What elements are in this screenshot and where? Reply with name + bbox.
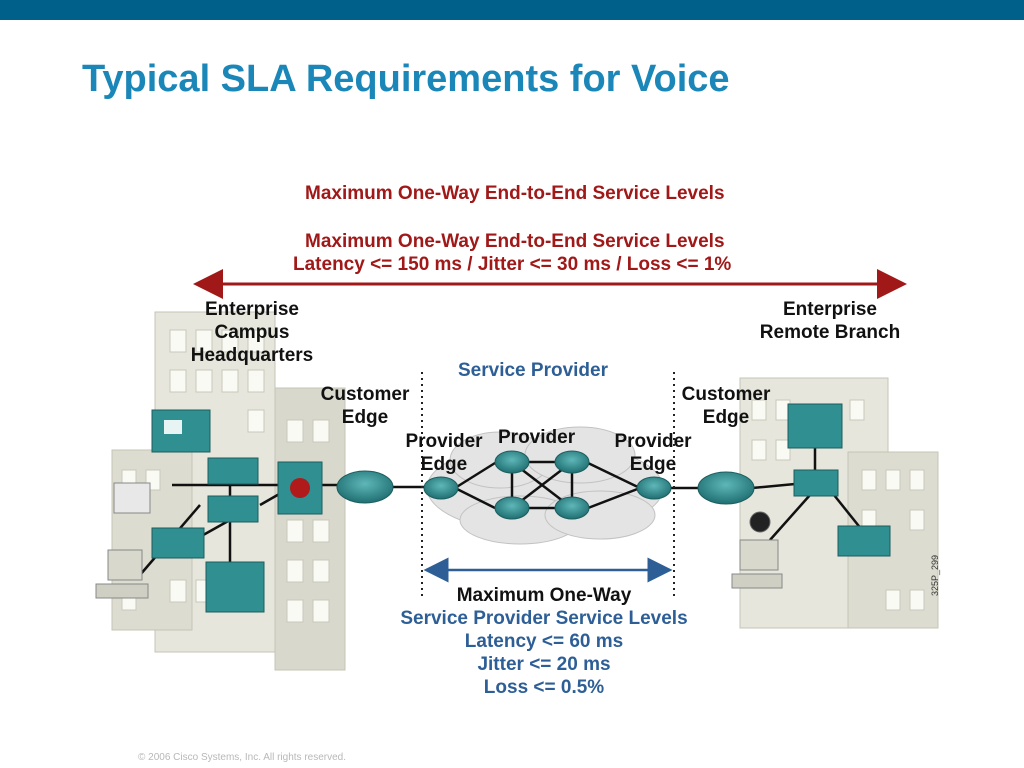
page-title: Typical SLA Requirements for Voice [82,58,730,100]
hq-label: Enterprise Campus Headquarters [184,298,320,367]
end-to-end-line2: Latency <= 150 ms / Jitter <= 30 ms / Lo… [293,254,732,275]
ce-left-line1: Customer [320,384,410,405]
hq-line1: Enterprise [205,299,299,320]
end-to-end-line1: Maximum One-Way End-to-End Service Level… [305,231,725,252]
hq-line3: Headquarters [190,345,314,366]
branch-line1: Enterprise [783,299,877,320]
ce-left-label: Customer Edge [314,383,416,429]
provider-label: Provider [498,427,576,448]
pe-left-label: Provider Edge [398,430,490,476]
sp-levels-line1: Maximum One-Way [456,585,632,606]
server-icon [151,409,211,453]
pc-icon [95,482,151,599]
pe-left-line2: Edge [420,454,468,475]
pe-right-line2: Edge [629,454,677,475]
switch-icon [207,457,259,523]
figure-code: 325P_299 [930,554,940,596]
pe-left-line1: Provider [405,431,483,452]
ce-left-line2: Edge [341,407,389,428]
copyright-footer: © 2006 Cisco Systems, Inc. All rights re… [138,752,347,763]
ip-phone-icon [151,525,891,559]
branch-label: Enterprise Remote Branch [750,298,910,344]
sp-levels-line4: Jitter <= 20 ms [477,654,611,675]
server-icon [205,403,843,613]
ce-right-line2: Edge [702,407,750,428]
header-bar [0,0,1024,20]
sp-levels-line3: Latency <= 60 ms [464,631,624,652]
heading: Maximum One-Way End-to-End Service Level… [305,183,725,204]
video-camera-icon [731,511,783,589]
sp-levels-line2: Service Provider Service Levels [400,608,688,629]
ce-right-line1: Customer [681,384,771,405]
ce-right-label: Customer Edge [675,383,777,429]
branch-line2: Remote Branch [759,322,901,343]
router-icon [336,450,755,520]
sp-levels-line5: Loss <= 0.5% [483,677,605,698]
hq-line2: Campus [214,322,290,343]
service-provider-label: Service Provider [458,360,608,381]
firewall-icon [277,461,323,515]
pe-right-label: Provider Edge [607,430,699,476]
pe-right-line1: Provider [614,431,692,452]
switch-icon [793,469,839,497]
